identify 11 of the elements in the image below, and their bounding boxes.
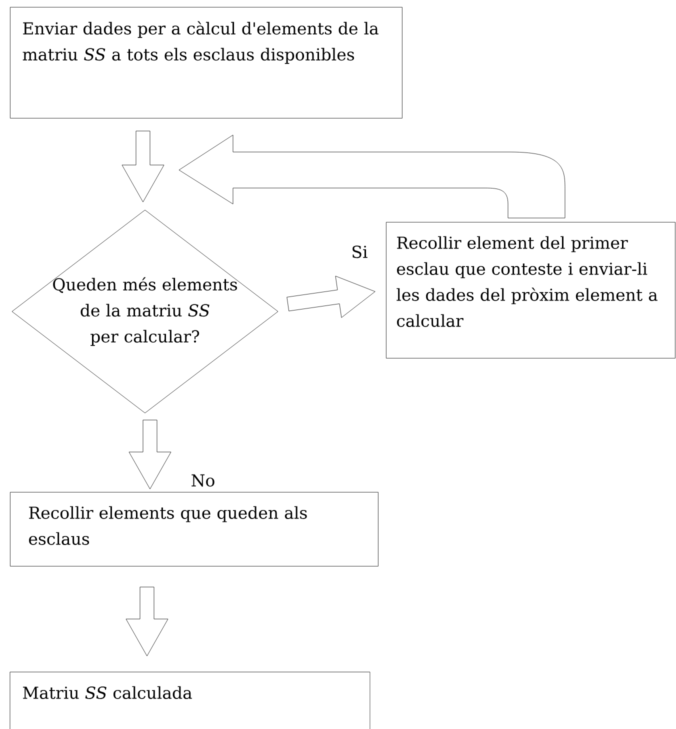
block-arrow bbox=[126, 586, 168, 656]
block-arrow bbox=[122, 130, 164, 202]
block-arrow bbox=[178, 134, 566, 218]
process-box: Matriu SS calculada bbox=[10, 672, 370, 729]
process-box: Enviar dades per a càlcul d'elements de la matriu SS a tots els esclaus disponibles bbox=[10, 7, 402, 118]
block-arrow bbox=[286, 276, 376, 318]
process-box: Recollir elements que queden als esclaus bbox=[10, 492, 378, 566]
edge-label: Si bbox=[352, 246, 368, 258]
edge-label: No bbox=[192, 474, 214, 487]
process-box: Recollir element del primer esclau que conteste i enviar-li les dades del pròxim element a calcular bbox=[386, 222, 676, 358]
block-arrow bbox=[128, 420, 172, 490]
